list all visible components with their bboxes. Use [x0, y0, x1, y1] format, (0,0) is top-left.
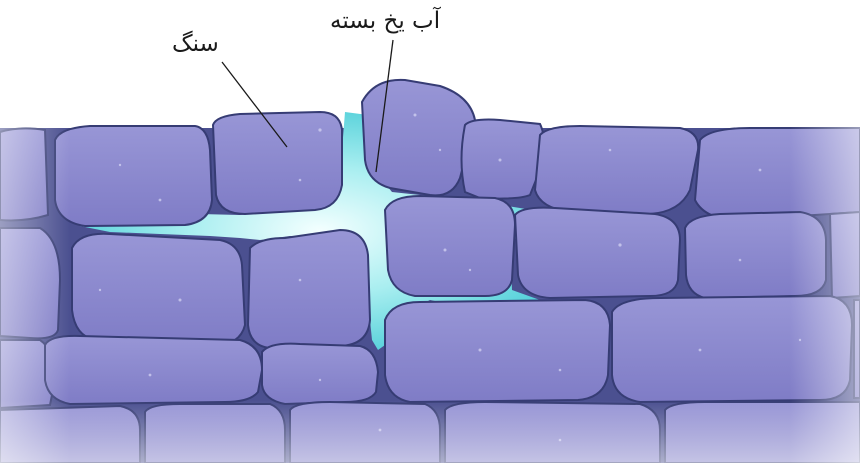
rock-label: سنگ	[172, 33, 219, 56]
stone	[385, 300, 610, 402]
stone	[362, 80, 475, 196]
stone	[515, 208, 680, 298]
stone	[262, 344, 378, 404]
stone	[462, 120, 545, 199]
stone	[385, 196, 515, 296]
bottom-fade	[0, 400, 860, 463]
stone	[45, 336, 262, 404]
stone	[535, 126, 698, 214]
frozen-water-label: آب یخ بسته	[330, 10, 440, 33]
stone	[55, 126, 212, 226]
stone	[213, 112, 342, 214]
stone	[248, 230, 370, 348]
stone	[72, 234, 245, 345]
